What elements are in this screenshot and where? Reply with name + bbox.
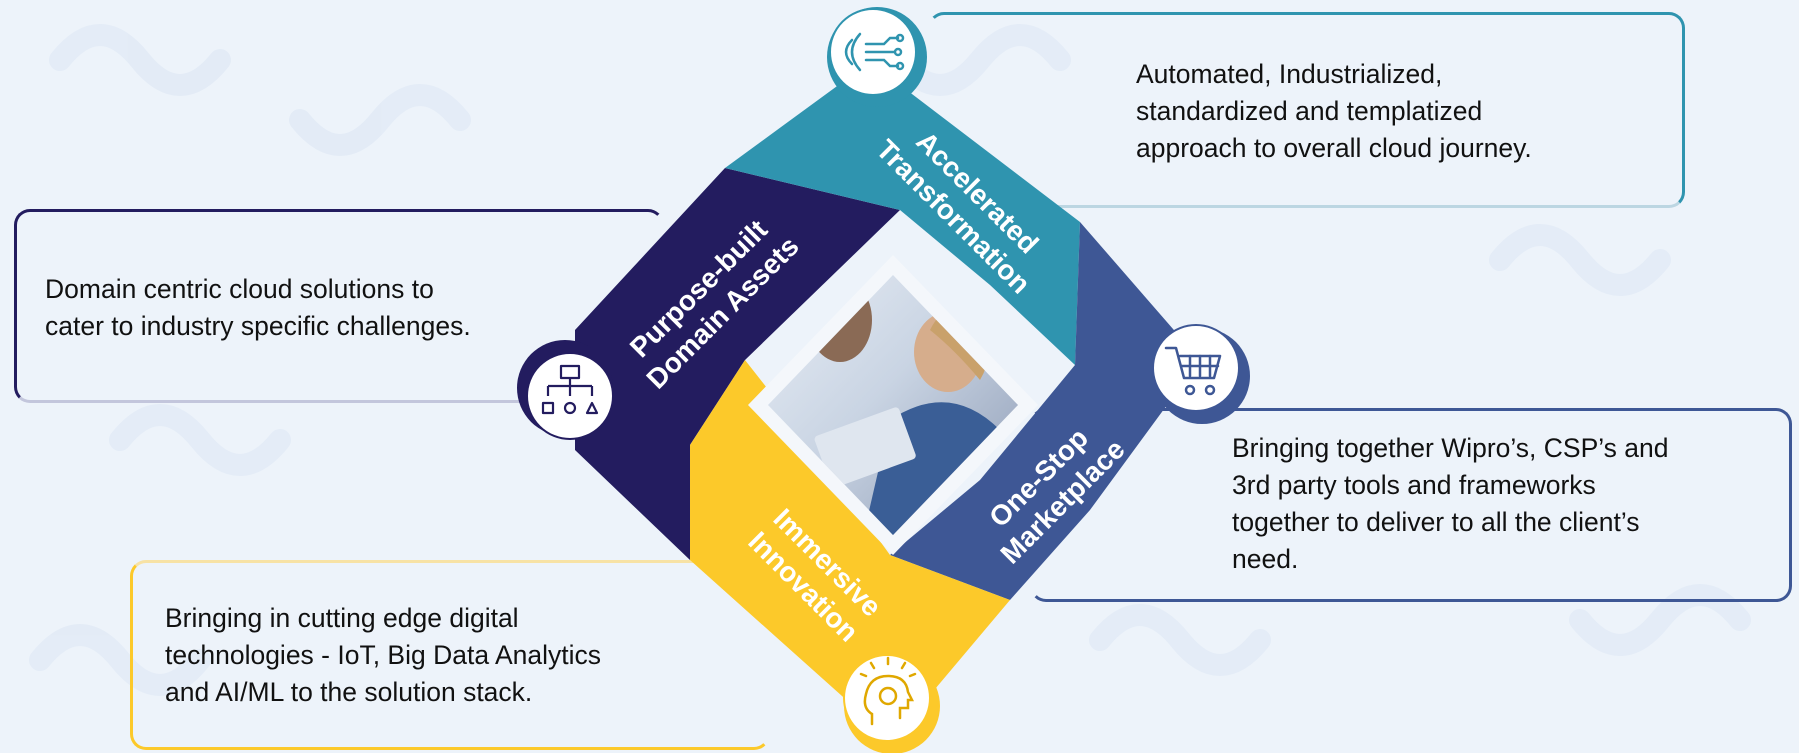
shopping-cart-icon bbox=[1152, 324, 1250, 424]
callout-line: need. bbox=[1232, 544, 1299, 574]
callout-accelerated-transformation bbox=[928, 12, 1685, 208]
callout-marketplace bbox=[1030, 408, 1792, 602]
callout-line: approach to overall cloud journey. bbox=[1136, 133, 1532, 163]
callout-text-accelerated: Automated, Industrialized, standardized … bbox=[1136, 56, 1532, 167]
callout-line: Automated, Industrialized, bbox=[1136, 59, 1443, 89]
segment-accelerated bbox=[725, 62, 1080, 365]
callout-line: Bringing in cutting edge digital bbox=[165, 603, 519, 633]
callout-line: Bringing together Wipro’s, CSP’s and bbox=[1232, 433, 1669, 463]
hierarchy-shapes-icon bbox=[517, 340, 614, 440]
callout-innovation bbox=[130, 560, 770, 750]
callout-line: Domain centric cloud solutions to bbox=[45, 274, 434, 304]
callout-line: and AI/ML to the solution stack. bbox=[165, 677, 533, 707]
callout-text-domain: Domain centric cloud solutions to cater … bbox=[45, 271, 471, 345]
segment-domain-assets bbox=[575, 168, 900, 560]
callout-line: cater to industry specific challenges. bbox=[45, 311, 471, 341]
callout-text-innovation: Bringing in cutting edge digital technol… bbox=[165, 600, 601, 711]
callout-line: together to deliver to all the client’s bbox=[1232, 507, 1640, 537]
callout-line: standardized and templatized bbox=[1136, 96, 1483, 126]
segment-innovation bbox=[690, 360, 1010, 730]
segment-marketplace bbox=[890, 222, 1200, 600]
brain-head-icon bbox=[843, 654, 940, 753]
callout-text-marketplace: Bringing together Wipro’s, CSP’s and 3rd… bbox=[1232, 430, 1669, 578]
neural-circuit-icon bbox=[827, 7, 927, 107]
callout-line: 3rd party tools and frameworks bbox=[1232, 470, 1596, 500]
callout-domain-assets bbox=[14, 209, 664, 403]
callout-line: technologies - IoT, Big Data Analytics bbox=[165, 640, 602, 670]
